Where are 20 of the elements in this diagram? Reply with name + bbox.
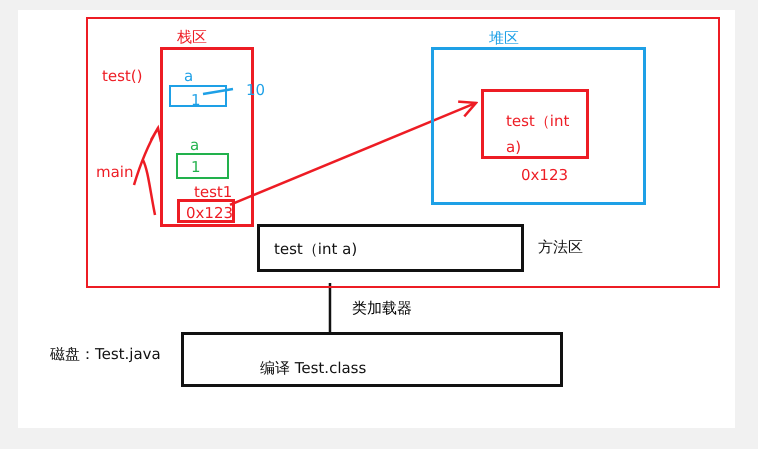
section-heading: a <box>184 67 194 85</box>
node-label: 1 <box>191 91 201 109</box>
node-label: 1 <box>191 158 201 176</box>
arrow <box>230 100 478 206</box>
annotation-text: main <box>96 163 134 181</box>
node-label: 0x123 <box>186 204 234 222</box>
section-heading: 堆区 <box>489 29 519 47</box>
node-caption: 0x123 <box>521 166 568 184</box>
section-heading: test1 <box>194 183 232 201</box>
node-caption: 方法区 <box>538 238 583 256</box>
region-box <box>86 17 720 288</box>
connector-line <box>328 283 332 332</box>
node-caption: 磁盘：Test.java <box>50 345 161 363</box>
edge-label: 类加载器 <box>352 299 412 317</box>
section-heading: a <box>190 136 200 154</box>
node-label: test（int a) <box>506 111 570 158</box>
annotation-text: test() <box>102 67 143 85</box>
node-label: 编译 Test.class <box>260 359 366 377</box>
section-heading: 栈区 <box>177 28 207 46</box>
node-label: test（int a) <box>274 240 358 258</box>
